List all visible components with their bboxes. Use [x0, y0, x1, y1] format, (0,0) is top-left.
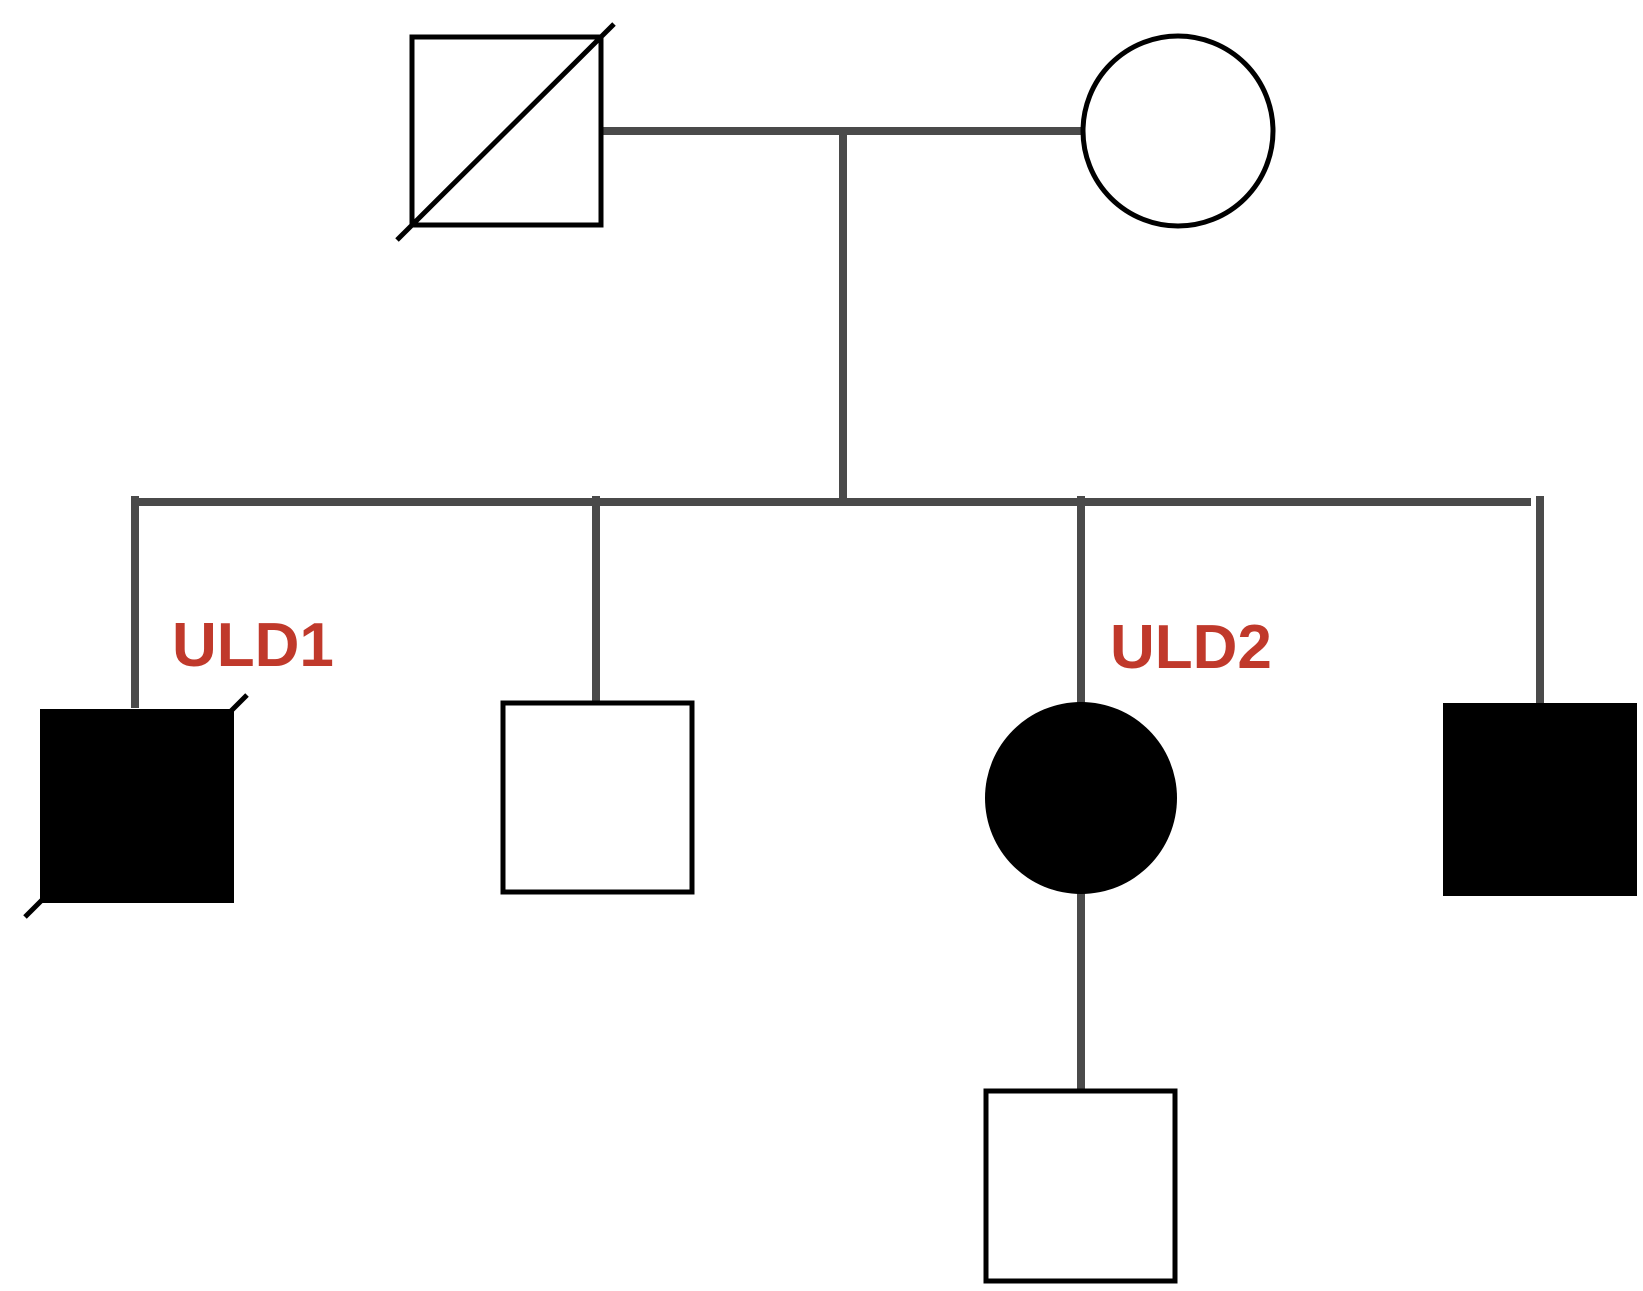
mother-symbol	[1080, 33, 1276, 229]
male-affected-square	[1443, 703, 1637, 896]
female-affected-circle	[985, 702, 1177, 894]
female-unaffected-circle	[1080, 33, 1276, 229]
pedigree-lines	[131, 127, 1544, 1090]
child-1-symbol	[23, 693, 249, 919]
label-uld1: ULD1	[172, 611, 334, 680]
male-unaffected-square	[500, 700, 695, 895]
father-symbol	[395, 22, 616, 242]
label-uld2: ULD2	[1110, 613, 1272, 682]
child-3-symbol	[985, 702, 1177, 894]
deceased-slash	[23, 693, 249, 919]
child-2-symbol	[500, 700, 695, 895]
grandchild-symbol	[983, 1088, 1178, 1284]
male-unaffected-square	[983, 1088, 1178, 1284]
deceased-slash	[395, 22, 616, 242]
child-4-symbol	[1443, 703, 1637, 896]
